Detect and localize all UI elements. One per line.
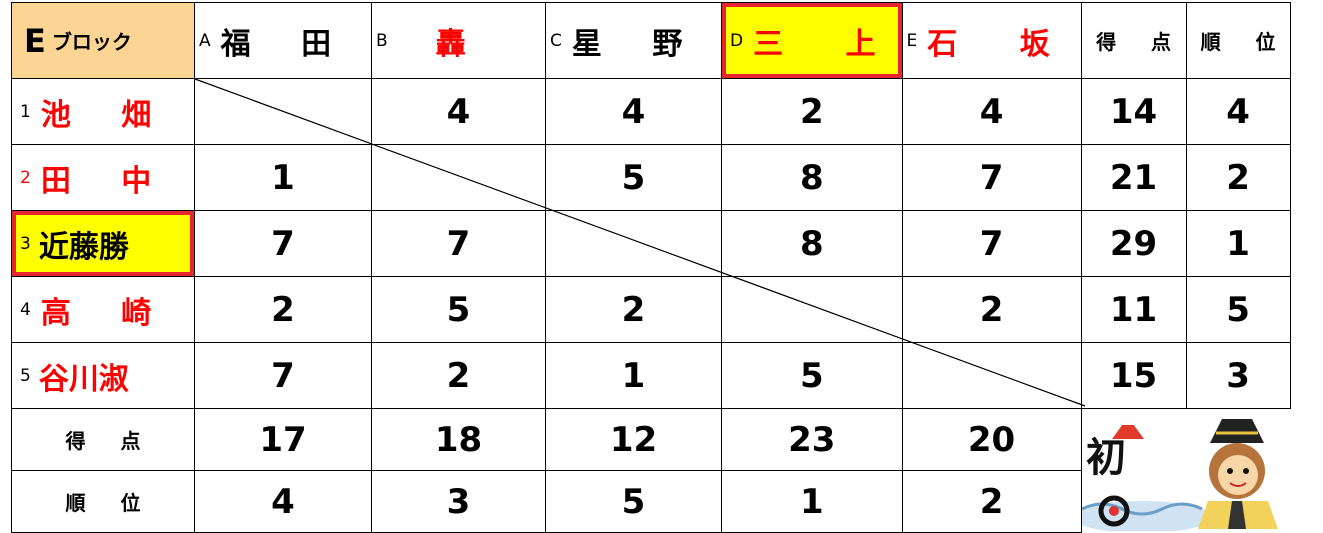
row-player-name: 田 中 — [40, 163, 172, 199]
score-cell: 4 — [901, 78, 1082, 145]
score-cell: 7 — [901, 210, 1082, 277]
table-row: 1 池 畑 4 4 2 4 14 4 — [11, 78, 1291, 145]
score-cell: 4 — [371, 78, 546, 145]
score-cell: 4 — [545, 78, 722, 145]
score-cell: 8 — [721, 210, 903, 277]
total-cell: 14 — [1080, 78, 1187, 145]
column-player-name: 星 野 — [571, 26, 703, 62]
total-cell: 21 — [1080, 144, 1187, 211]
column-rank-cell: 2 — [901, 470, 1082, 533]
footer-rank-label: 順 位 — [11, 470, 195, 533]
score-cell: 5 — [371, 276, 546, 343]
score-cell: 2 — [901, 276, 1082, 343]
footer-score-row: 得 点 17 18 12 23 20 初 — [11, 408, 1291, 533]
column-rank-cell: 3 — [371, 470, 546, 533]
footer-score-label: 得 点 — [11, 408, 195, 471]
score-cell — [901, 342, 1082, 409]
total-cell: 11 — [1080, 276, 1187, 343]
column-rank-cell: 5 — [545, 470, 722, 533]
footer-rank-row: 順 位 4 3 5 1 2 — [11, 470, 1291, 533]
column-rank-cell: 1 — [721, 470, 903, 533]
column-player-name: 三 上 — [753, 26, 902, 62]
score-cell: 7 — [901, 144, 1082, 211]
score-cell: 7 — [194, 342, 372, 409]
score-cell: 1 — [194, 144, 372, 211]
total-cell: 15 — [1080, 342, 1187, 409]
row-header-5: 5 谷川淑 — [11, 342, 195, 409]
score-cell: 2 — [194, 276, 372, 343]
column-player-name: 轟 — [435, 26, 486, 62]
row-header-2: 2 田 中 — [11, 144, 195, 211]
score-cell: 2 — [721, 78, 903, 145]
score-cell — [371, 144, 546, 211]
mascot-caption: 初 — [1086, 434, 1126, 481]
rank-cell: 5 — [1185, 276, 1291, 343]
row-header-3: 3 近藤勝 — [11, 210, 195, 277]
column-total-cell: 23 — [721, 408, 903, 471]
column-player-name: 福 田 — [220, 26, 352, 62]
row-number: 3 — [20, 233, 31, 254]
table-row: 2 田 中 1 5 8 7 21 2 — [11, 144, 1291, 211]
row-player-name: 近藤勝 — [38, 229, 129, 265]
rank-cell: 3 — [1185, 342, 1291, 409]
block-label-text: ブロック — [51, 30, 132, 54]
column-letter: D — [730, 30, 744, 51]
score-cell — [194, 78, 372, 145]
score-cell: 7 — [194, 210, 372, 277]
score-cell: 8 — [721, 144, 903, 211]
rank-header: 順 位 — [1185, 2, 1291, 79]
table-row: 4 高 崎 2 5 2 2 11 5 — [11, 276, 1291, 343]
row-header-1: 1 池 畑 — [11, 78, 195, 145]
rank-cell: 2 — [1185, 144, 1291, 211]
row-player-name: 高 崎 — [40, 295, 172, 331]
row-player-name: 池 畑 — [40, 97, 172, 133]
row-header-4: 4 高 崎 — [11, 276, 195, 343]
block-letter: E — [24, 21, 46, 60]
score-cell: 2 — [545, 276, 722, 343]
column-total-cell: 18 — [371, 408, 546, 471]
monkey-mascot-icon: 初 — [1082, 417, 1278, 531]
column-letter: C — [550, 30, 562, 51]
row-number: 2 — [20, 167, 31, 188]
column-total-cell: 17 — [194, 408, 372, 471]
column-letter: A — [199, 30, 211, 51]
rank-cell: 4 — [1185, 78, 1291, 145]
score-cell: 7 — [371, 210, 546, 277]
row-number: 1 — [20, 101, 31, 122]
mascot-cell: 初 — [1080, 408, 1291, 533]
column-letter: B — [376, 30, 388, 51]
table-row: 3 近藤勝 7 7 8 7 29 1 — [11, 210, 1291, 277]
table-row: 5 谷川淑 7 2 1 5 15 3 — [11, 342, 1291, 409]
column-player-name: 石 坂 — [927, 26, 1076, 62]
rank-cell: 1 — [1185, 210, 1291, 277]
score-cell: 5 — [545, 144, 722, 211]
column-total-cell: 12 — [545, 408, 722, 471]
score-cell: 2 — [371, 342, 546, 409]
score-cell — [721, 276, 903, 343]
row-player-name: 谷川淑 — [38, 361, 129, 397]
column-total-cell: 20 — [901, 408, 1082, 471]
total-cell: 29 — [1080, 210, 1187, 277]
row-number: 4 — [20, 299, 31, 320]
score-header: 得 点 — [1080, 2, 1187, 79]
score-cell: 5 — [721, 342, 903, 409]
score-cell: 1 — [545, 342, 722, 409]
row-number: 5 — [20, 365, 31, 386]
score-cell — [545, 210, 722, 277]
column-letter: E — [906, 30, 918, 51]
column-rank-cell: 4 — [194, 470, 372, 533]
